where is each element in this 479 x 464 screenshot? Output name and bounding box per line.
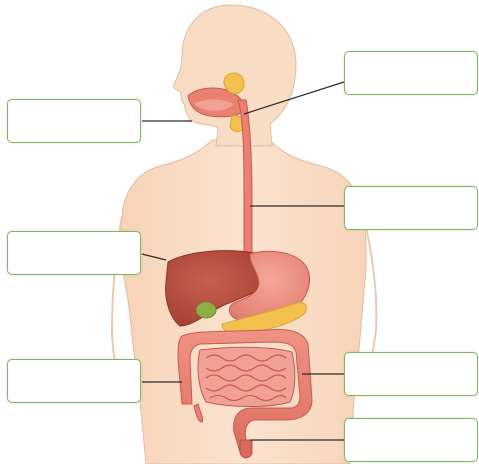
label-box-large-intestine[interactable] [344,352,478,396]
label-box-mouth[interactable] [7,99,141,143]
label-box-esophagus-mid[interactable] [344,186,478,230]
label-box-rectum[interactable] [344,418,478,462]
gallbladder [196,302,216,318]
label-box-liver[interactable] [7,231,141,275]
label-box-small-intestine[interactable] [7,359,141,403]
label-box-esophagus-top[interactable] [344,51,478,95]
small-intestine [198,347,295,406]
rectum [240,440,252,458]
small-intestine-mass [198,347,295,406]
